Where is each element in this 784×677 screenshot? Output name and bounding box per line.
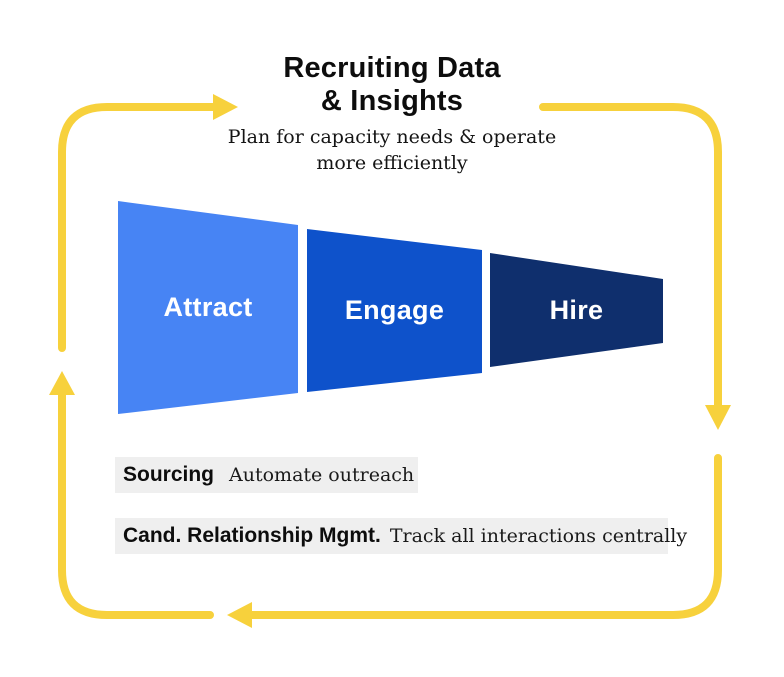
funnel-stage-engage: Engage xyxy=(307,229,482,392)
arrowhead-up-icon xyxy=(49,371,75,395)
funnel-stage-engage-label: Engage xyxy=(344,295,445,325)
page-subtitle: Plan for capacity needs & operate more e… xyxy=(0,124,784,176)
funnel-stage-attract: Attract xyxy=(118,201,298,414)
funnel-stage-hire-label: Hire xyxy=(549,294,604,325)
title-block: Recruiting Data & Insights Plan for capa… xyxy=(0,52,784,176)
arrowhead-left-icon xyxy=(227,602,252,628)
page-title: Recruiting Data & Insights xyxy=(0,52,784,118)
subtitle-line-1: Plan for capacity needs & operate xyxy=(227,126,557,148)
arrowhead-down-icon xyxy=(705,405,731,430)
callout-sourcing: Sourcing Automate outreach xyxy=(115,457,418,493)
funnel-stage-hire: Hire xyxy=(490,253,663,367)
callout-crm: Cand. Relationship Mgmt. Track all inter… xyxy=(115,518,687,554)
subtitle-line-2: more efficiently xyxy=(316,152,468,174)
title-line-2: & Insights xyxy=(320,85,464,117)
funnel-stage-attract-label: Attract xyxy=(163,292,253,322)
callout-sourcing-description: Automate outreach xyxy=(229,464,415,486)
callout-crm-description: Track all interactions centrally xyxy=(389,525,688,547)
callout-sourcing-title: Sourcing xyxy=(123,463,215,486)
callout-crm-title: Cand. Relationship Mgmt. xyxy=(123,524,381,547)
title-line-1: Recruiting Data xyxy=(283,52,501,84)
